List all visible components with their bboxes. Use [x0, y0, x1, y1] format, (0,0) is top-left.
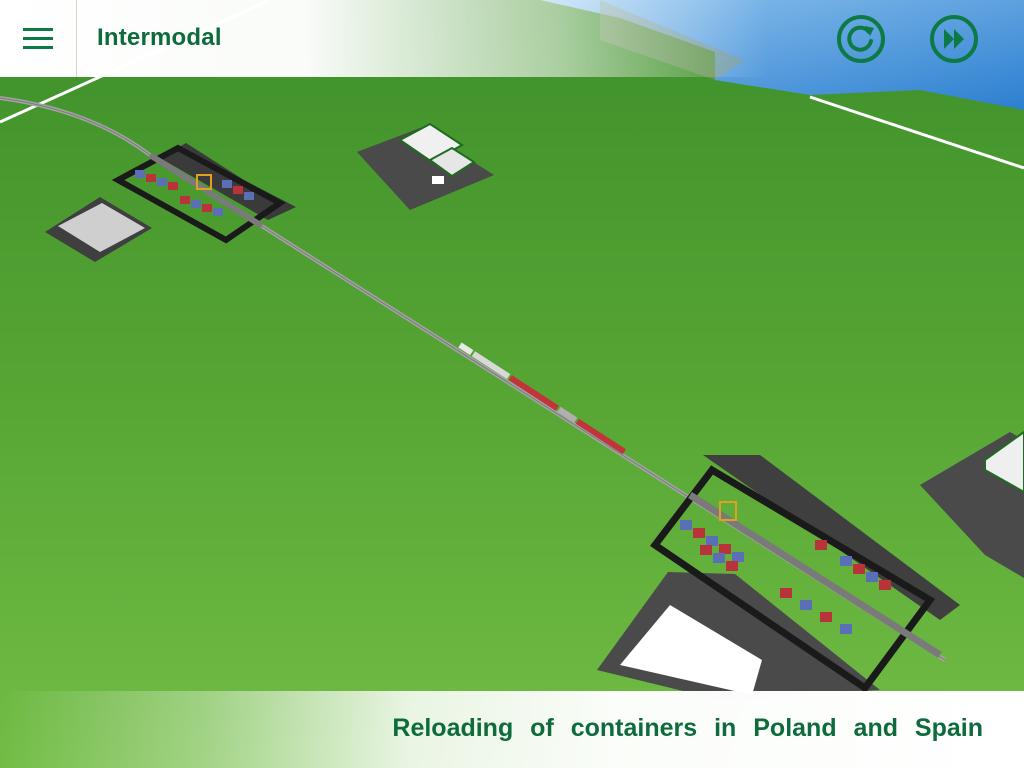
caption-bar: Reloading of containers in Poland and Sp… [0, 691, 1024, 768]
terminal-spain [597, 455, 960, 700]
fast-forward-icon [930, 15, 978, 63]
fast-forward-button[interactable] [929, 14, 979, 64]
warehouse-right [920, 430, 1024, 578]
road-line [809, 95, 1024, 170]
menu-button[interactable] [0, 0, 77, 77]
terminal-poland [45, 143, 296, 262]
container-stacks [135, 170, 254, 216]
container-stacks [680, 520, 891, 634]
replay-button[interactable] [836, 14, 886, 64]
train [458, 342, 627, 455]
page-title: Intermodal [97, 24, 222, 51]
scene-caption: Reloading of containers in Poland and Sp… [392, 714, 983, 742]
gantry-crane [196, 174, 212, 190]
hamburger-menu-icon [23, 22, 53, 55]
gantry-crane [719, 501, 737, 521]
replay-icon [837, 15, 885, 63]
warehouse [357, 122, 494, 210]
header-bar: Intermodal [0, 0, 1024, 77]
railway-track-edge [0, 97, 946, 661]
